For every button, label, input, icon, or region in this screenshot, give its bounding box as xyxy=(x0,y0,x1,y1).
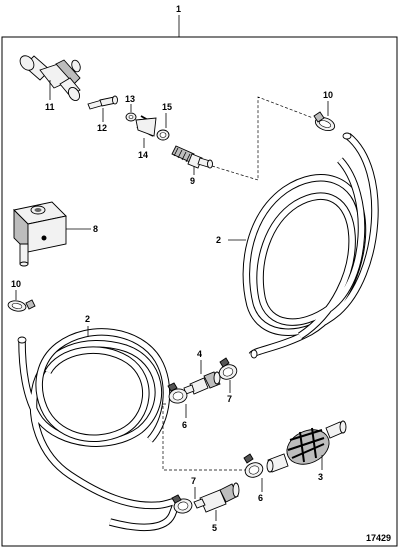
part-14-spring xyxy=(135,115,157,137)
dashed-connector-lower xyxy=(162,403,248,471)
part-7-clamp-lower xyxy=(171,494,193,514)
part-15-o-ring xyxy=(156,129,170,141)
dashed-connector-upper xyxy=(211,96,314,181)
callout-15: 15 xyxy=(162,102,172,112)
part-4-connector xyxy=(183,371,221,395)
callout-3: 3 xyxy=(318,472,323,482)
part-2-hose-left xyxy=(17,328,180,532)
part-12-barb-fitting xyxy=(87,95,118,110)
callout-6-upper: 6 xyxy=(182,420,187,430)
part-11-tee-fitting xyxy=(19,55,81,102)
callout-13: 13 xyxy=(125,94,135,104)
callout-7-upper: 7 xyxy=(227,394,232,404)
part-6-clamp-upper xyxy=(167,382,188,404)
part-13-washer xyxy=(125,112,137,122)
callout-2-right: 2 xyxy=(216,235,221,245)
callout-14: 14 xyxy=(138,150,148,160)
part-5-connector xyxy=(193,482,240,513)
callout-10-upper: 10 xyxy=(323,90,333,100)
part-10-clamp-left xyxy=(7,299,36,312)
callout-12: 12 xyxy=(97,123,107,133)
callout-4: 4 xyxy=(197,349,202,359)
callout-10-left: 10 xyxy=(11,279,21,289)
callout-5: 5 xyxy=(212,523,217,533)
callout-7-lower: 7 xyxy=(191,476,196,486)
callout-9: 9 xyxy=(190,176,195,186)
part-3-primer-bulb xyxy=(266,420,347,473)
part-8-bracket xyxy=(13,201,67,267)
callout-2-left: 2 xyxy=(85,314,90,324)
callout-11: 11 xyxy=(45,102,55,112)
part-9-threaded-fitting xyxy=(171,145,213,169)
callout-8: 8 xyxy=(93,224,98,234)
figure-number: 17429 xyxy=(366,533,391,543)
callout-6-lower: 6 xyxy=(258,493,263,503)
assembly-number-label: 1 xyxy=(176,4,181,14)
part-6-clamp-lower xyxy=(243,453,264,478)
part-2-hose-right xyxy=(242,132,379,359)
part-7-clamp-upper xyxy=(218,357,238,380)
part-10-clamp-upper xyxy=(313,111,336,132)
diagram-frame xyxy=(1,36,398,547)
